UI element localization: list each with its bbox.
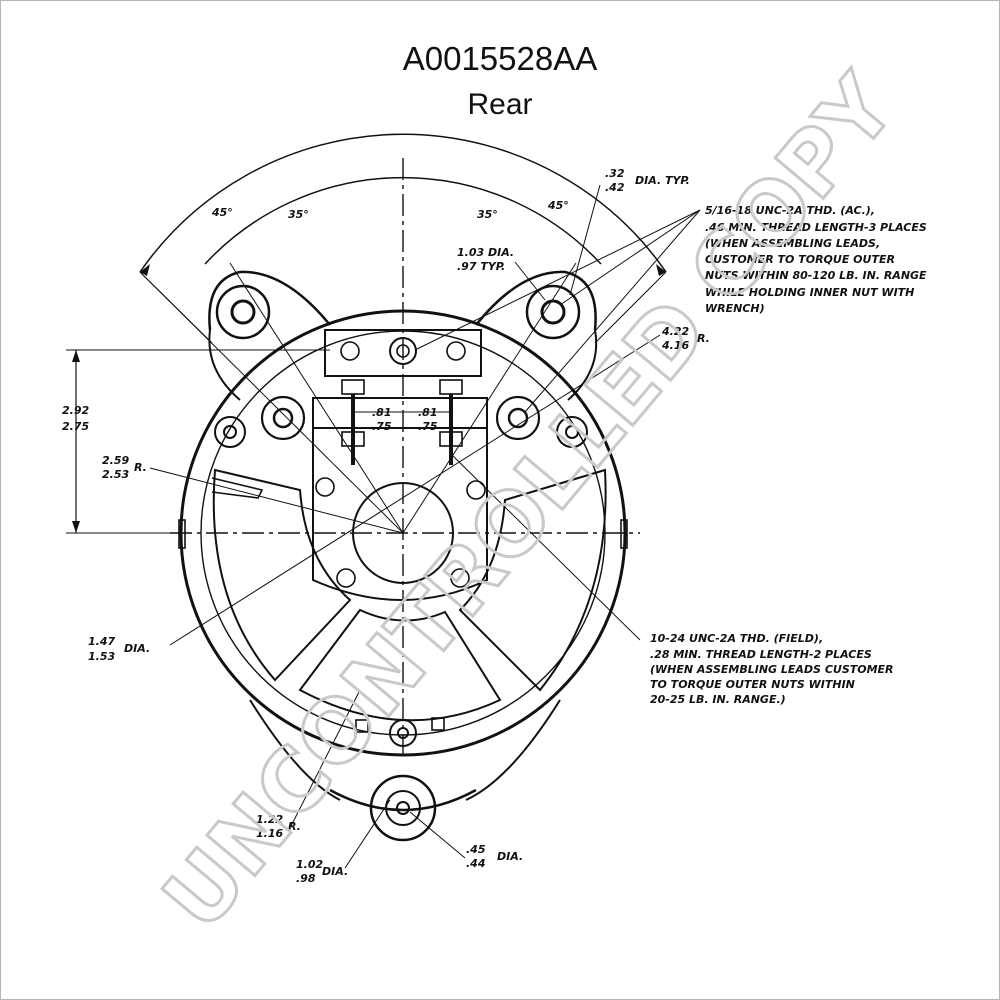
dia45-upper: .45: [466, 843, 486, 856]
r259-lower: 2.53: [102, 468, 129, 481]
angle-dimensions: 45° 35° 35° 45°: [139, 133, 667, 534]
hole-dia-lower: .42: [605, 181, 625, 194]
arrow-head: [140, 264, 150, 276]
ac-note-line-3: (WHEN ASSEMBLING LEADS,: [705, 237, 880, 250]
ac-note-line-4: CUSTOMER TO TORQUE OUTER: [705, 253, 895, 266]
field-note-line-1: 10-24 UNC-2A THD. (FIELD),: [650, 632, 823, 645]
r-bottom-lower: 1.16: [256, 827, 283, 840]
uncontrolled-copy-watermark: UNCONTROLLED COPY: [144, 56, 915, 948]
field-terminal-note: 10-24 UNC-2A THD. (FIELD), .28 MIN. THRE…: [650, 632, 894, 706]
boss-dia-upper: 1.03 DIA.: [457, 246, 514, 259]
ac-note-line-2: .46 MIN. THREAD LENGTH-3 PLACES: [705, 221, 927, 234]
hole-dia-upper: .32: [605, 167, 625, 180]
dia102-suffix: DIA.: [322, 865, 348, 878]
spacing-left-lower: .75: [372, 420, 392, 433]
spacing-left-upper: .81: [372, 406, 392, 419]
dia147-lower: 1.53: [88, 650, 115, 663]
angle-left-outer: 45°: [211, 206, 233, 219]
dimension-labels: .32 .42 DIA. TYP. 1.03 DIA. .97 TYP. 4.2…: [62, 167, 710, 885]
view-subtitle: Rear: [467, 88, 533, 121]
angle-right-inner: 35°: [477, 208, 498, 221]
radius-suffix: R.: [697, 332, 710, 345]
field-stud-left: [341, 379, 365, 465]
field-note-line-2: .28 MIN. THREAD LENGTH-2 PLACES: [650, 648, 872, 661]
ac-terminal-note: 5/16-18 UNC-2A THD. (AC.), .46 MIN. THRE…: [705, 204, 927, 315]
dia102-lower: .98: [296, 872, 316, 885]
dia102-upper: 1.02: [296, 858, 323, 871]
ac-note-line-1: 5/16-18 UNC-2A THD. (AC.),: [705, 204, 875, 217]
field-stud-right: [439, 379, 463, 465]
arrow-head: [656, 264, 666, 276]
height-lower: 2.75: [62, 420, 89, 433]
ac-note-line-7: WRENCH): [705, 302, 765, 315]
radius-lower: 4.16: [661, 339, 689, 352]
field-note-line-4: TO TORQUE OUTER NUTS WITHIN: [650, 678, 855, 691]
r-bottom-upper: 1.22: [256, 813, 283, 826]
dia45-lower: .44: [466, 857, 486, 870]
leader-lines: [66, 184, 701, 869]
ac-note-line-6: WHILE HOLDING INNER NUT WITH: [705, 286, 914, 299]
spacing-right-lower: .75: [418, 420, 438, 433]
field-note-line-5: 20-25 LB. IN. RANGE.): [650, 693, 786, 706]
r259-upper: 2.59: [102, 454, 129, 467]
cooling-slots: [211, 468, 607, 722]
height-upper: 2.92: [62, 404, 89, 417]
r-bottom-suffix: R.: [288, 820, 301, 833]
dia45-suffix: DIA.: [497, 850, 523, 863]
centerlines: [170, 158, 640, 760]
boss-dia-lower: .97 TYP.: [457, 260, 505, 273]
dia147-suffix: DIA.: [124, 642, 150, 655]
dia147-upper: 1.47: [88, 635, 115, 648]
radius-upper: 4.22: [661, 325, 689, 338]
terminal-block: [312, 329, 488, 601]
ac-note-line-5: NUTS WITHIN 80-120 LB. IN. RANGE: [705, 269, 927, 282]
r259-suffix: R.: [134, 461, 147, 474]
spacing-right-upper: .81: [418, 406, 438, 419]
mounting-holes: [214, 284, 588, 842]
part-number-title: A0015528AA: [402, 40, 598, 77]
hole-dia-suffix: DIA. TYP.: [635, 174, 690, 187]
angle-left-inner: 35°: [288, 208, 309, 221]
field-note-line-3: (WHEN ASSEMBLING LEADS CUSTOMER: [650, 663, 894, 676]
angle-right-outer: 45°: [547, 199, 569, 212]
